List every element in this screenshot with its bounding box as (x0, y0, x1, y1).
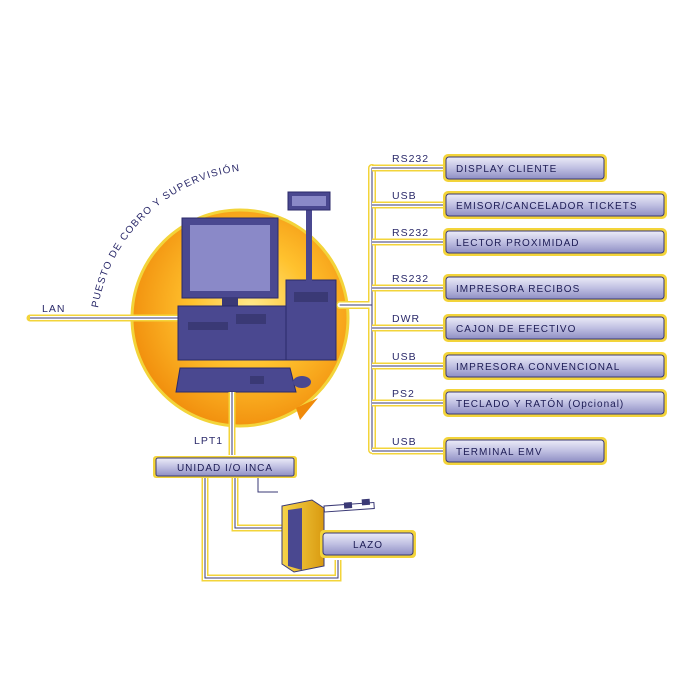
port-label: USB (392, 351, 417, 363)
peripheral-name: DISPLAY CLIENTE (456, 164, 557, 175)
peripheral-name: IMPRESORA CONVENCIONAL (456, 362, 620, 373)
port-label: RS232 (392, 273, 429, 285)
port-label: USB (392, 190, 417, 202)
peripheral-item: DWR CAJON DE EFECTIVO (372, 313, 667, 342)
port-label: DWR (392, 313, 420, 325)
peripheral-name: LECTOR PROXIMIDAD (456, 238, 580, 249)
io-unit: UNIDAD I/O INCA (153, 456, 297, 478)
peripheral-item: USB IMPRESORA CONVENCIONAL (372, 351, 667, 380)
loop-box: LAZO (320, 530, 416, 558)
lan-label: LAN (42, 303, 65, 315)
port-label: RS232 (392, 227, 429, 239)
port-label: PS2 (392, 388, 415, 400)
peripheral-item: USB TERMINAL EMV (372, 436, 607, 465)
port-label: RS232 (392, 153, 429, 165)
peripheral-name: CAJON DE EFECTIVO (456, 324, 576, 335)
port-label: USB (392, 436, 417, 448)
peripheral-name: TECLADO Y RATÓN (Opcional) (456, 397, 624, 410)
peripheral-name: TERMINAL EMV (456, 447, 543, 458)
lpt-label: LPT1 (194, 435, 223, 447)
peripheral-name: EMISOR/CANCELADOR TICKETS (456, 201, 638, 212)
io-unit-label: UNIDAD I/O INCA (177, 463, 273, 474)
peripheral-item: USB EMISOR/CANCELADOR TICKETS (372, 190, 667, 219)
peripheral-name: IMPRESORA RECIBOS (456, 284, 580, 295)
loop-label: LAZO (353, 540, 383, 551)
